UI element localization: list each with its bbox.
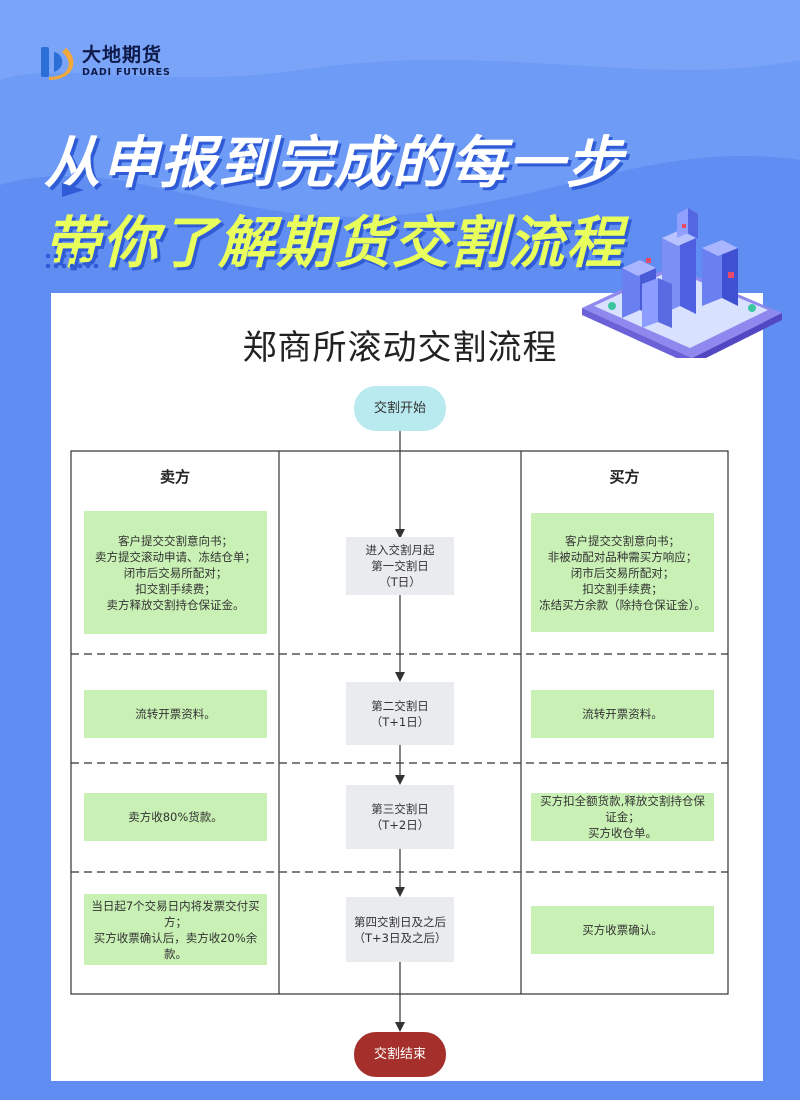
seller-column-header: 卖方 — [159, 468, 190, 486]
step-2-center: 第二交割日（T+1日） — [346, 682, 454, 745]
step-4-buyer: 买方收票确认。 — [531, 906, 714, 954]
step-3-buyer: 买方扣全额货款,释放交割持仓保证金；买方收仓单。 — [531, 793, 714, 841]
diagram-title: 郑商所滚动交割流程 — [242, 328, 558, 368]
step-2-buyer: 流转开票资料。 — [531, 690, 714, 738]
step-4-center: 第四交割日及之后（T+3日及之后） — [346, 897, 454, 962]
headline-line-2: 带你了解期货交割流程 — [44, 211, 624, 276]
step-1-buyer: 客户提交交割意向书；非被动配对品种需买方响应；闭市后交易所配对；扣交割手续费；冻… — [531, 513, 714, 632]
step-2-seller: 流转开票资料。 — [84, 690, 267, 738]
step-1-center: 进入交割月起第一交割日（T日） — [346, 537, 454, 595]
step-4-seller: 当日起7个交易日内将发票交付买方；买方收票确认后，卖方收20%余款。 — [84, 894, 267, 965]
buyer-column-header: 买方 — [609, 468, 640, 486]
dots-decoration-icon — [45, 253, 99, 269]
step-3-seller: 卖方收80%货款。 — [84, 793, 267, 841]
step-1-seller: 客户提交交割意向书；卖方提交滚动申请、冻结仓单；闭市后交易所配对；扣交割手续费；… — [84, 511, 267, 634]
step-3-center: 第三交割日（T+2日） — [346, 785, 454, 849]
triangle-decoration-icon — [62, 183, 84, 197]
dadi-logo-icon — [41, 47, 74, 80]
city-illustration-icon — [582, 208, 782, 358]
end-node: 交割结束 — [354, 1032, 446, 1077]
brand-name-en: DADI FUTURES — [82, 67, 171, 79]
headline-line-1: 从申报到完成的每一步 — [44, 131, 624, 196]
brand-name-cn: 大地期货 — [82, 44, 163, 67]
brand-logo: 大地期货 DADI FUTURES — [40, 44, 171, 80]
start-node: 交割开始 — [354, 386, 446, 431]
